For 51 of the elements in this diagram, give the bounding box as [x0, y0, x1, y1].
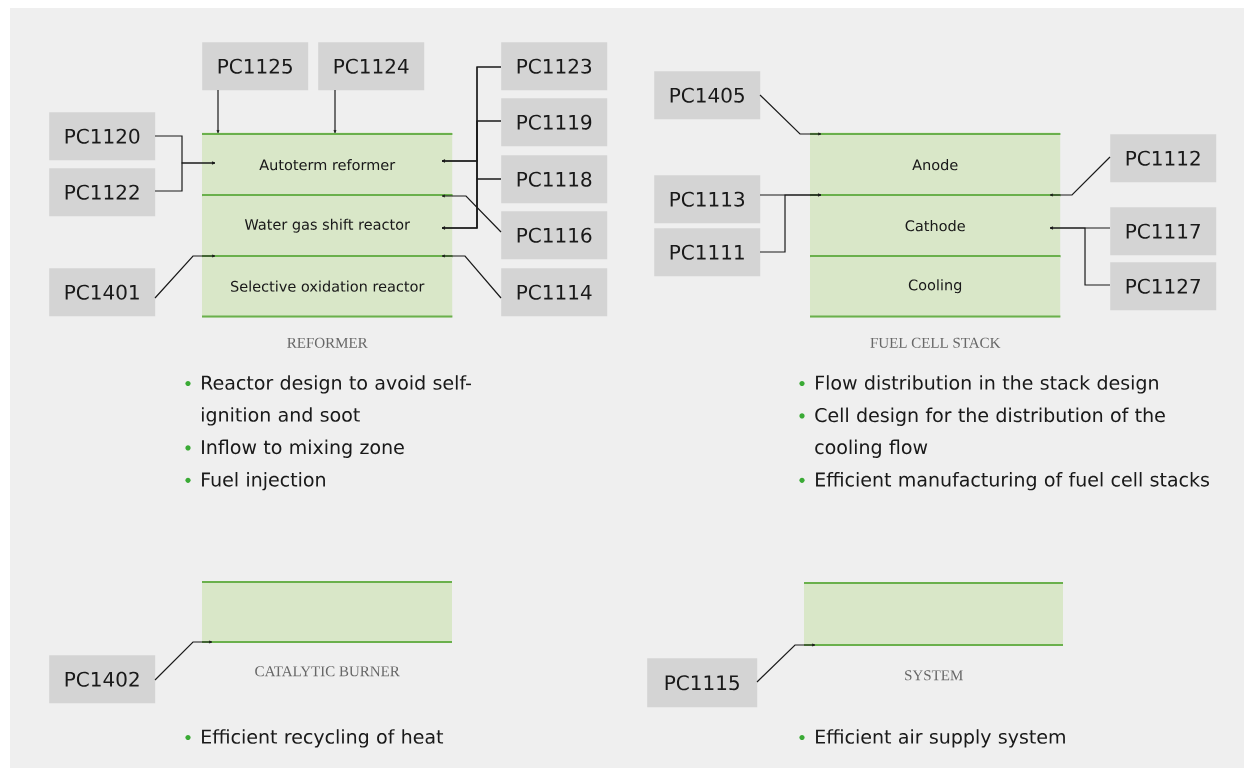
node-label: FUEL CELL STACK — [870, 337, 1001, 348]
arrow — [154, 640, 213, 681]
label-box: PC1124 — [318, 42, 425, 91]
arrow — [441, 178, 502, 230]
arrow — [1049, 156, 1111, 197]
bullet-item: Cell design for the distribution of the cooling flow — [799, 407, 1165, 458]
bullet-item: Efficient air supply system — [799, 729, 1065, 748]
label-box: PC1120 — [49, 112, 156, 161]
label-box: PC1125 — [202, 42, 309, 91]
label-box: PC1113 — [654, 175, 761, 224]
reactor-layer: Cathode — [809, 194, 1062, 258]
arrow — [756, 643, 816, 683]
reactor-layer: Cooling — [809, 255, 1062, 318]
label-box: PC1116 — [501, 211, 608, 260]
label-box: PC1401 — [49, 268, 156, 317]
bullet-item: Efficient recycling of heat — [185, 729, 444, 748]
node-label: REFORMER — [287, 337, 368, 348]
label-box: PC1122 — [49, 168, 156, 217]
label-box: PC1119 — [501, 98, 608, 147]
label-box: PC1111 — [654, 228, 761, 277]
label-box: PC1117 — [1110, 207, 1217, 256]
label-box: PC1118 — [501, 155, 608, 204]
arrow — [441, 254, 502, 299]
reactor-layer: Anode — [809, 133, 1062, 197]
arrow — [333, 89, 337, 134]
component-band: SYSTEM — [803, 582, 1064, 681]
bullet-item: Reactor design to avoid self-ignition and soot — [185, 375, 471, 426]
label-box: PC1112 — [1110, 134, 1217, 183]
reactor-layer: Autoterm reformer — [201, 133, 454, 197]
label-box: PC1115 — [647, 658, 758, 708]
bullet-item: Inflow to mixing zone — [185, 439, 404, 458]
label-box: PC1402 — [49, 655, 156, 704]
node-label: CATALYTIC BURNER — [255, 666, 400, 677]
bullet-item: Flow distribution in the stack design — [799, 375, 1158, 394]
label-box: PC1127 — [1110, 262, 1217, 311]
reactor-layer: Water gas shift reactor — [201, 194, 454, 258]
bullet-item: Fuel injection — [185, 471, 325, 491]
node-label: SYSTEM — [905, 670, 963, 681]
label-box: PC1405 — [654, 71, 761, 120]
arrow — [216, 89, 220, 134]
arrow — [154, 254, 216, 299]
arrow — [759, 193, 822, 253]
arrow — [154, 161, 216, 192]
arrow — [759, 94, 822, 136]
arrow — [441, 194, 502, 233]
component-band: CATALYTIC BURNER — [201, 581, 453, 677]
reactor-layer: Selective oxidation reactor — [201, 255, 454, 318]
bullet-item: Efficient manufacturing of fuel cell stacks — [799, 471, 1209, 491]
label-box: PC1114 — [501, 268, 608, 317]
arrow — [1049, 226, 1111, 286]
label-box: PC1123 — [501, 42, 608, 91]
